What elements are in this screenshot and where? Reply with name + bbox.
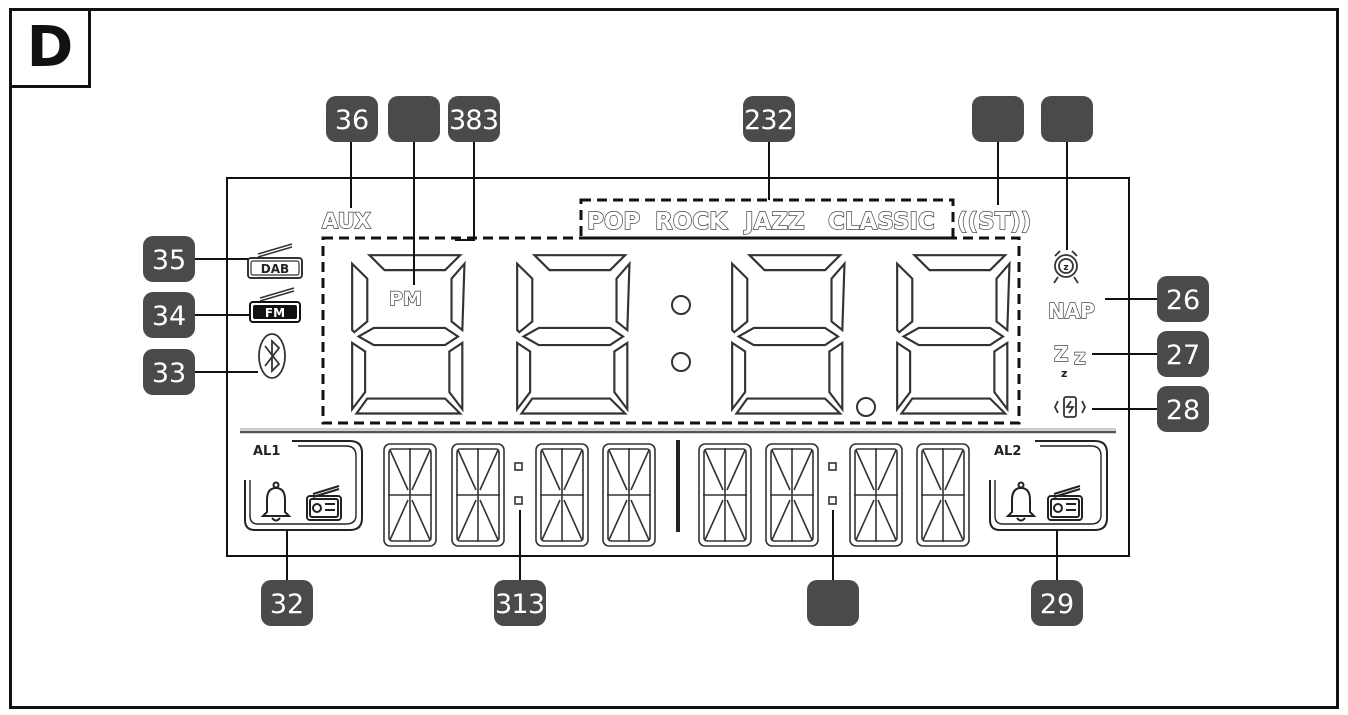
callout-34: 34 — [143, 292, 195, 338]
main-digits — [351, 254, 1011, 415]
genre-rock: ROCK — [655, 209, 728, 235]
svg-text:383: 383 — [449, 105, 499, 136]
callout-32: 32 — [261, 580, 313, 626]
sub-colons — [514, 462, 837, 505]
al1-radio-icon — [306, 485, 342, 521]
vibration-icon — [1053, 396, 1087, 418]
main-digits-dashed-box — [321, 236, 1021, 425]
decimal-dot — [856, 397, 876, 417]
fm-icon: FM — [249, 287, 301, 323]
callout-24 — [972, 96, 1024, 142]
sleep-z-tiny: z — [1061, 367, 1067, 380]
panel-letter: D — [9, 8, 91, 88]
aux-label: AUX — [322, 209, 371, 233]
svg-text:232: 232 — [744, 105, 794, 136]
colon-and-dot — [671, 295, 876, 417]
leader-38 — [455, 142, 475, 241]
svg-text:32: 32 — [270, 589, 304, 620]
sub-digit-1 — [383, 443, 437, 547]
figure-frame — [9, 8, 1339, 709]
al1-bell-icon — [262, 481, 290, 522]
dab-icon: DAB — [247, 243, 303, 279]
svg-text:28: 28 — [1166, 395, 1200, 426]
sub-digit-5 — [698, 443, 752, 547]
stereo-label: ((ST)) — [957, 209, 1031, 235]
colon-dot-top — [671, 295, 691, 315]
sub-digit-4 — [602, 443, 656, 547]
sleep-icon: Z Z z — [1053, 341, 1086, 380]
sub-digit-3 — [535, 443, 589, 547]
svg-text:36: 36 — [335, 105, 369, 136]
colon-dot-bottom — [671, 352, 691, 372]
digit-1 — [351, 254, 466, 415]
sub-digit-2 — [451, 443, 505, 547]
al2-group — [989, 440, 1108, 531]
callout-23: 232 — [743, 96, 795, 142]
al1-label: AL1 — [253, 444, 280, 459]
leader-lines — [195, 142, 1157, 580]
callout-badges: 36 383 232 35 34 33 26 27 28 32 313 29 — [143, 96, 1209, 626]
nap-label: NAP — [1048, 299, 1095, 323]
callout-26: 26 — [1157, 276, 1209, 322]
dab-label: DAB — [261, 262, 289, 276]
callout-31: 313 — [494, 580, 546, 626]
svg-text:33: 33 — [152, 358, 186, 389]
bluetooth-icon — [258, 333, 286, 379]
svg-text:313: 313 — [495, 589, 545, 620]
snooze-alarm-icon: z — [1053, 250, 1079, 284]
digit-2 — [516, 254, 631, 415]
al2-label: AL2 — [994, 444, 1021, 459]
genre-classic: CLASSIC — [828, 209, 935, 235]
svg-text:27: 27 — [1166, 340, 1200, 371]
callout-37 — [388, 96, 440, 142]
callout-35: 35 — [143, 236, 195, 282]
svg-text:26: 26 — [1166, 285, 1200, 316]
svg-text:35: 35 — [152, 245, 186, 276]
svg-text:29: 29 — [1040, 589, 1074, 620]
al2-radio-icon — [1047, 485, 1083, 521]
svg-text:34: 34 — [152, 301, 186, 332]
sub-digit-7 — [849, 443, 903, 547]
digit-3 — [731, 254, 846, 415]
sub-digit-8 — [916, 443, 970, 547]
callout-36: 36 — [326, 96, 378, 142]
al1-group — [244, 440, 363, 531]
sleep-z-small: Z — [1074, 349, 1086, 368]
genre-dashed-box — [579, 198, 955, 240]
sub-digit-6 — [765, 443, 819, 547]
genre-jazz: JAZZ — [743, 209, 805, 235]
callout-33: 33 — [143, 349, 195, 395]
genre-pop: POP — [587, 209, 640, 235]
callout-25 — [1041, 96, 1093, 142]
digit-4 — [896, 254, 1011, 415]
sleep-z-big: Z — [1054, 342, 1069, 366]
fm-label: FM — [265, 306, 285, 320]
pm-label: PM — [389, 288, 422, 310]
callout-38: 383 — [448, 96, 500, 142]
callout-29: 29 — [1031, 580, 1083, 626]
al2-bell-icon — [1007, 481, 1035, 522]
callout-28: 28 — [1157, 386, 1209, 432]
lcd-outline — [226, 177, 1130, 557]
callout-30 — [807, 580, 859, 626]
svg-text:z: z — [1063, 263, 1068, 273]
callout-27: 27 — [1157, 331, 1209, 377]
